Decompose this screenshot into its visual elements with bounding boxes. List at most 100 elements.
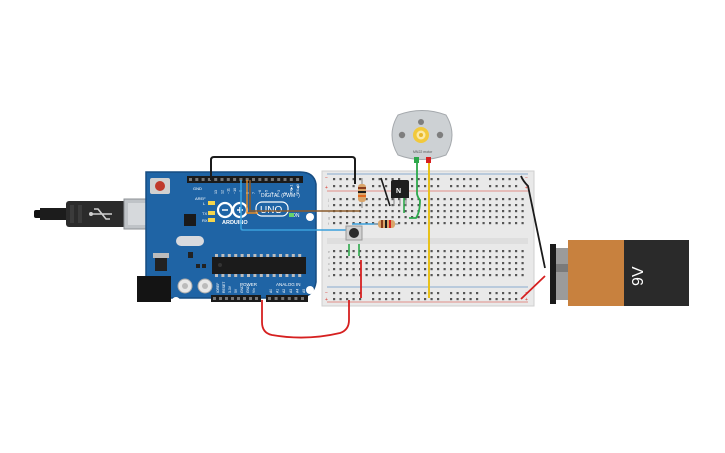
mount-hole <box>306 213 314 221</box>
header-pin[interactable] <box>207 178 211 181</box>
usb-cable[interactable] <box>34 198 159 230</box>
battery-9v[interactable]: 9V <box>550 240 689 306</box>
header-pin[interactable] <box>255 297 258 300</box>
header-pin[interactable] <box>252 178 255 181</box>
digital-pin-label: 4 <box>271 192 275 194</box>
header-pin[interactable] <box>245 178 249 181</box>
on-label: ON <box>292 213 300 219</box>
power-pin-label: GND <box>240 285 244 293</box>
svg-text:a: a <box>328 274 330 278</box>
header-pin[interactable] <box>270 178 274 181</box>
led-l-label: L <box>203 201 206 206</box>
header-pin[interactable] <box>281 297 285 300</box>
dc-motor[interactable]: MN22 motor <box>391 110 453 164</box>
digital-pin-label: ~6 <box>258 190 262 194</box>
motor-label: MN22 motor <box>413 150 433 154</box>
svg-text:j: j <box>327 198 329 202</box>
svg-text:+: + <box>325 185 328 191</box>
power-header <box>211 295 261 302</box>
header-pin[interactable] <box>195 178 199 181</box>
wire-black-transistor <box>380 177 391 207</box>
digital-header <box>187 176 303 183</box>
header-pin[interactable] <box>231 297 234 300</box>
header-pin[interactable] <box>189 178 192 181</box>
led-rx <box>208 218 215 222</box>
digital-pin-label: ~10 <box>233 188 237 194</box>
battery-label: 9V <box>630 266 647 286</box>
header-pin[interactable] <box>233 178 237 181</box>
header-pin[interactable] <box>301 297 304 300</box>
header-pin[interactable] <box>283 178 287 181</box>
wires <box>210 156 546 339</box>
wire-orange <box>246 180 258 214</box>
digital-pin-label: 12 <box>220 190 224 194</box>
digital-pin-label: 13 <box>214 190 218 194</box>
brand-label: ARDUINO <box>222 220 248 226</box>
usb-icon <box>89 208 112 220</box>
led-l <box>208 201 215 205</box>
header-pin[interactable] <box>219 297 222 300</box>
svg-text:h: h <box>328 210 330 214</box>
svg-text:c: c <box>328 262 330 266</box>
analog-label: ANALOG IN <box>276 282 301 287</box>
gnd-label: GND <box>193 186 202 191</box>
analog-pin-label: A4 <box>295 289 299 293</box>
digital-pin-label: ~11 <box>227 188 231 194</box>
header-pin[interactable] <box>225 297 228 300</box>
voltage-regulator <box>155 257 167 271</box>
svg-text:−: − <box>525 175 528 181</box>
analog-pin-label: A5 <box>302 289 306 293</box>
header-pin[interactable] <box>268 297 271 300</box>
digital-label: DIGITAL (PWM~) <box>261 193 300 199</box>
analog-header <box>266 295 308 302</box>
mount-hole <box>172 297 180 305</box>
led-rx-label: RX <box>202 218 208 223</box>
wire-black-battery <box>520 175 546 269</box>
header-pin[interactable] <box>274 297 278 300</box>
digital-pin-label: ~3 <box>277 190 281 194</box>
header-pin[interactable] <box>226 178 230 181</box>
npn-transistor[interactable]: N <box>391 180 409 206</box>
header-pin[interactable] <box>213 297 216 300</box>
header-pin[interactable] <box>249 297 252 300</box>
header-pin[interactable] <box>277 178 281 181</box>
led-tx-label: TX <box>202 211 207 216</box>
header-pin[interactable] <box>287 297 291 300</box>
header-pin[interactable] <box>289 178 293 181</box>
header-pin[interactable] <box>201 178 205 181</box>
wire-green-motor <box>409 160 421 219</box>
crystal <box>176 236 204 246</box>
header-pin[interactable] <box>237 297 240 300</box>
battery-clip <box>550 244 556 304</box>
power-pin-label: GND <box>246 285 250 293</box>
header-pin[interactable] <box>296 178 300 181</box>
mount-hole <box>306 286 314 294</box>
header-pin[interactable] <box>214 178 218 181</box>
header-pin[interactable] <box>220 178 224 181</box>
header-pin[interactable] <box>294 297 298 300</box>
wire-red-bottom <box>261 300 350 339</box>
led-tx <box>208 211 215 215</box>
power-pin-label: 3.3V <box>228 285 232 293</box>
digital-pin-label: TX▶1 <box>290 185 294 194</box>
header-pin[interactable] <box>243 297 246 300</box>
digital-pin-label: ~5 <box>264 190 268 194</box>
header-pin[interactable] <box>239 178 243 181</box>
svg-text:f: f <box>328 222 329 226</box>
power-pin-label: IOREF <box>216 283 220 293</box>
power-pin-label: 5V <box>234 288 238 293</box>
resistor-1[interactable] <box>358 178 366 208</box>
svg-text:b: b <box>328 268 330 272</box>
svg-text:e: e <box>328 250 330 254</box>
resistor-2[interactable] <box>374 220 398 228</box>
analog-pin-label: A3 <box>289 289 293 293</box>
reset-button[interactable] <box>150 178 170 194</box>
svg-text:+: + <box>325 297 328 303</box>
header-pin[interactable] <box>264 178 268 181</box>
header-pin[interactable] <box>258 178 262 181</box>
digital-pin-label: 2 <box>283 192 287 194</box>
analog-pin-label: A0 <box>269 289 273 293</box>
push-button[interactable] <box>345 225 363 241</box>
